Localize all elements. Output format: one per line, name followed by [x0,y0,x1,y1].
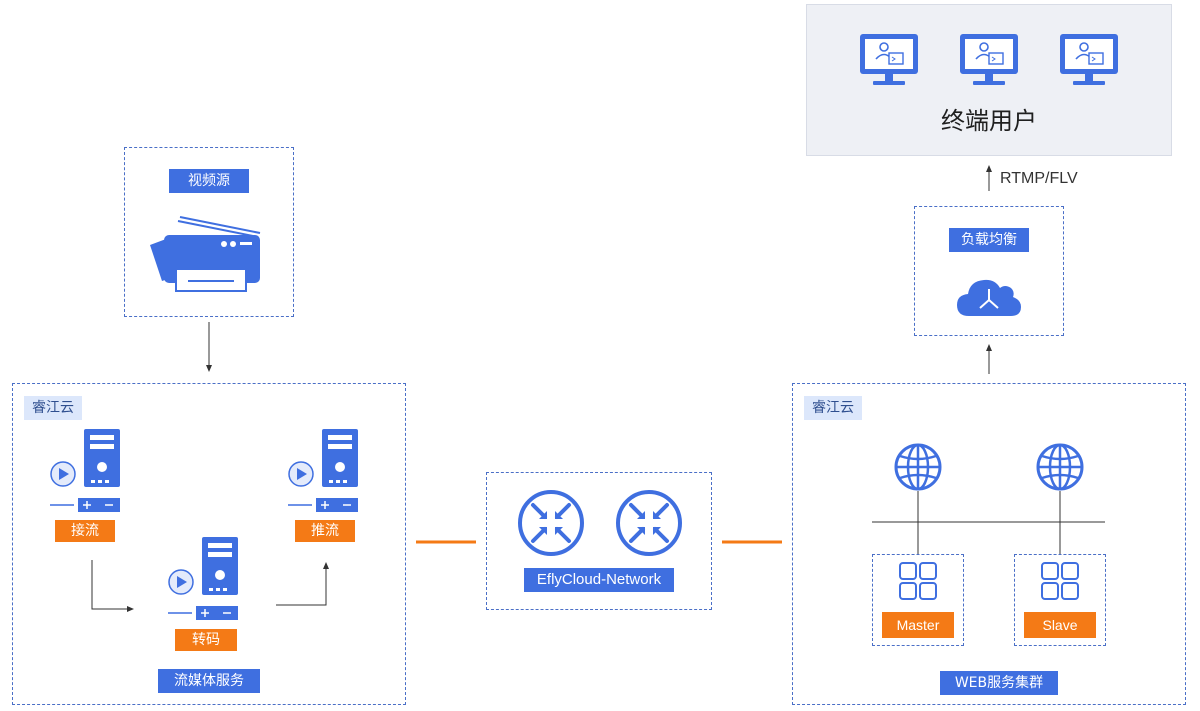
network-box [486,472,712,610]
ingest-server-icon [49,428,121,513]
protocol-label: RTMP/FLV [1000,170,1078,187]
video-camera-icon [150,216,261,292]
slave-node-box [1014,554,1106,646]
slave-label: Slave [1024,612,1096,638]
master-node-box [872,554,964,646]
streaming-cluster-box [12,383,406,705]
router-icon [616,490,682,556]
video-source-box [124,147,294,317]
router-icons [518,490,682,556]
terminal-users-panel: 终端用户 [806,4,1172,156]
streaming-service-label: 流媒体服务 [158,669,260,693]
server-icons [49,428,359,621]
arrow-head [986,344,992,351]
web-cluster-graphics [872,443,1105,600]
web-cluster-box [792,383,1186,705]
monitor-icon [859,33,919,86]
arrow-head [986,165,992,172]
video-source-label: 视频源 [169,169,249,193]
monitor-icon [959,33,1019,86]
load-balancer-box [914,206,1064,336]
push-label: 推流 [295,520,355,542]
ingest-label: 接流 [55,520,115,542]
master-label: Master [882,612,954,638]
router-icon [518,490,584,556]
cloud-icon [957,279,1021,316]
transcode-label: 转码 [175,629,237,651]
terminal-title: 终端用户 [941,107,1037,135]
web-service-label: WEB服务集群 [940,671,1058,695]
globe-icon [1036,443,1084,491]
globe-icon [894,443,942,491]
push-server-icon [287,428,359,513]
cloud-provider-tag: 睿江云 [24,396,82,420]
load-balancer-label: 负载均衡 [949,228,1029,252]
transcode-server-icon [167,536,239,621]
cloud-provider-tag: 睿江云 [804,396,862,420]
monitor-icon [1059,33,1119,86]
terminal-monitors [859,33,1119,86]
network-label: EflyCloud-Network [524,568,674,592]
